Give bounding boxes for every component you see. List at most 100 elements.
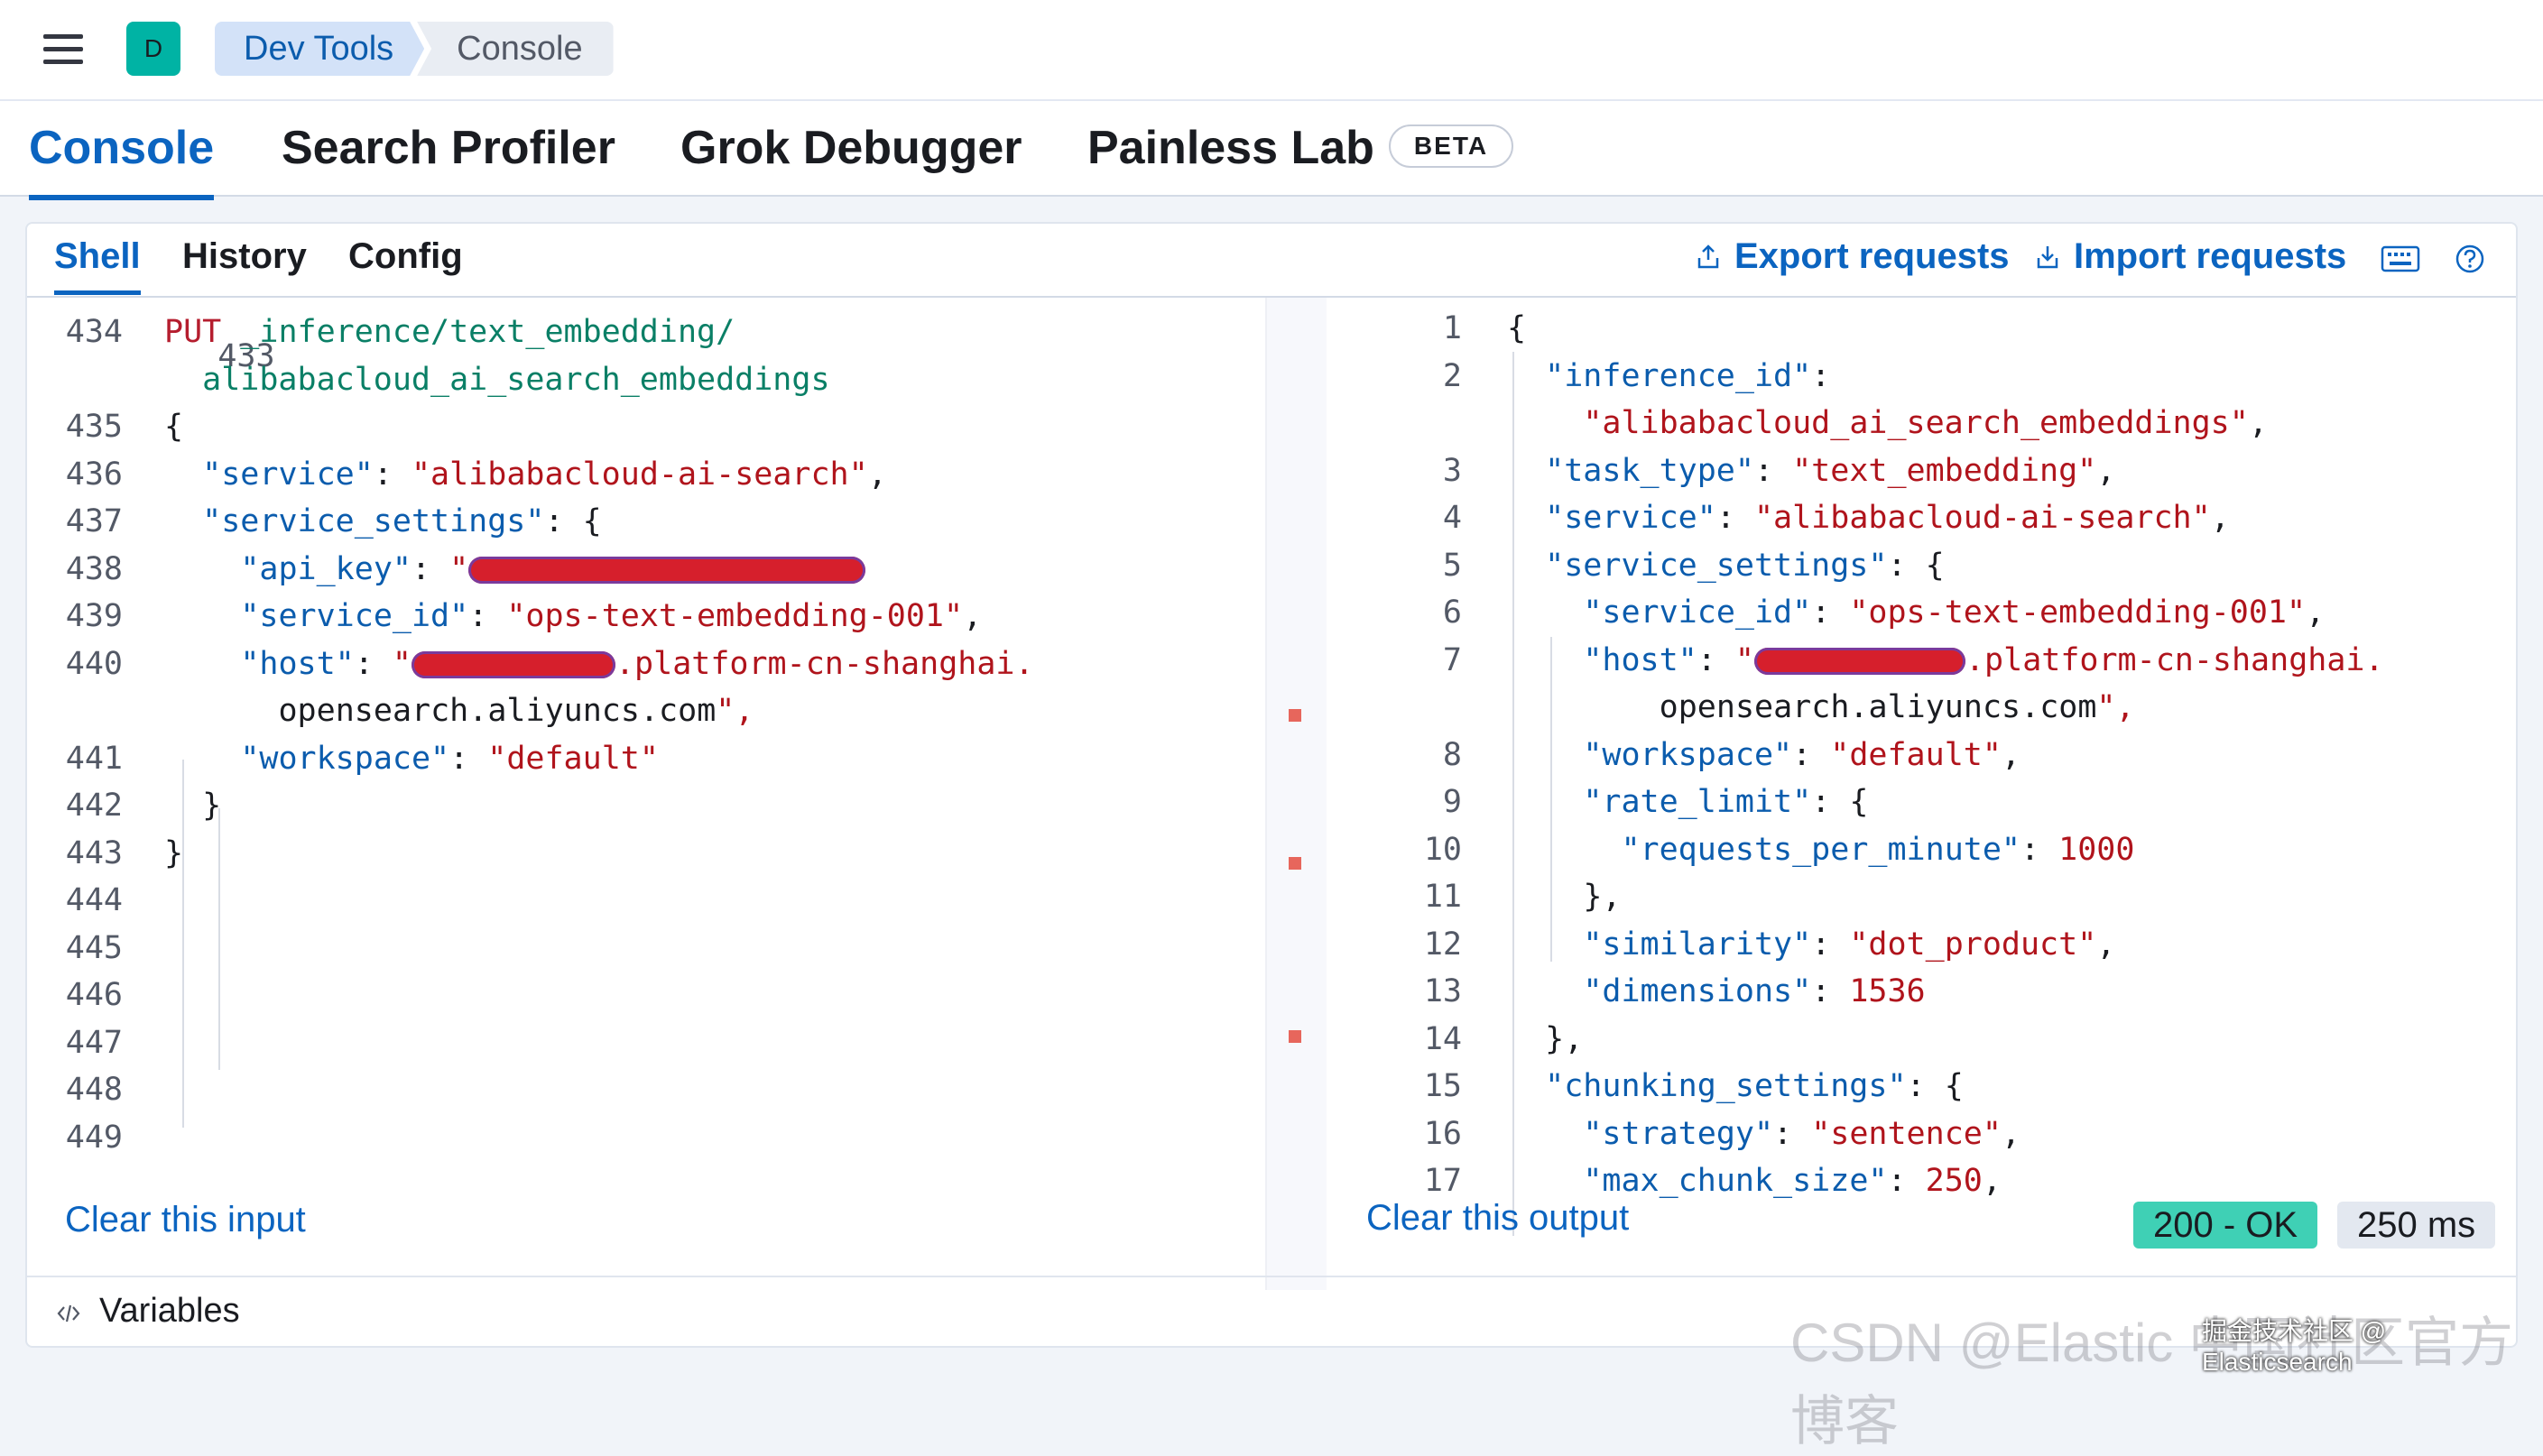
help-icon[interactable]: [2455, 244, 2485, 274]
line-number: 3: [1442, 452, 1462, 489]
menu-icon[interactable]: [43, 34, 83, 65]
devtools-tabs: Console Search Profiler Grok Debugger Pa…: [0, 101, 2543, 200]
code-line: 445: [27, 925, 180, 972]
code-line: 444: [27, 877, 180, 925]
export-requests-button[interactable]: Export requests: [1695, 236, 2010, 277]
code-text: alibabacloud_ai_search_embeddings: [164, 361, 830, 398]
code-text: },: [1583, 879, 1622, 915]
code-text: "host": ".platform-cn-shanghai.: [240, 645, 1034, 682]
editor-divider[interactable]: [1265, 298, 1327, 1290]
line-number: 10: [1423, 831, 1462, 868]
variables-bar[interactable]: Variables: [27, 1276, 2516, 1346]
line-number: 17: [1423, 1163, 1462, 1199]
line-number: 440: [65, 645, 123, 682]
indent-guide: [1550, 637, 1552, 962]
code-line: 449: [27, 1114, 180, 1162]
code-line: 438 "api_key": ": [27, 546, 866, 594]
tab-shell[interactable]: Shell: [54, 236, 141, 295]
code-text: "api_key": ": [164, 546, 866, 594]
lint-marker: [1289, 1030, 1301, 1043]
breadcrumb-console: Console: [417, 22, 614, 76]
code-line: 440 "host": ".platform-cn-shanghai.: [27, 640, 1034, 688]
tab-search-profiler[interactable]: Search Profiler: [282, 122, 615, 174]
code-text: "chunking_settings": {: [1545, 1068, 1964, 1104]
code-text: opensearch.aliyuncs.com",: [1659, 689, 2135, 725]
code-text: "dimensions": 1536: [1583, 973, 1926, 1009]
watermark-small: 掘金技术社区 @ Elasticsearch: [2202, 1317, 2387, 1376]
redacted-value: [468, 556, 866, 584]
keyboard-icon[interactable]: [2381, 244, 2420, 274]
line-number: 443: [65, 834, 123, 871]
line-number: 2: [1442, 357, 1462, 394]
code-text: "service_settings": {: [1545, 547, 1945, 584]
code-text: }: [202, 788, 222, 824]
line-number: 13: [1423, 973, 1462, 1009]
line-number: 9: [1442, 784, 1462, 820]
line-number: 6: [1442, 594, 1462, 631]
code-line: 443}: [27, 830, 183, 878]
line-number: 448: [65, 1072, 123, 1108]
line-number: 441: [65, 740, 123, 777]
line-number: 438: [65, 550, 123, 587]
tab-config[interactable]: Config: [348, 236, 463, 276]
response-editor[interactable]: 1{2 "inference_id": "alibabacloud_ai_sea…: [1327, 298, 2509, 1290]
breadcrumb: Dev Tools Console: [215, 22, 614, 76]
line-number: 11: [1423, 879, 1462, 915]
code-text: "inference_id":: [1545, 357, 1831, 394]
lint-marker: [1289, 857, 1301, 870]
console-panel: Shell History Config Export requests Imp…: [25, 222, 2518, 1348]
code-text: "service_id": "ops-text-embedding-001",: [240, 598, 983, 634]
line-number: 1: [1442, 310, 1462, 346]
beta-badge: BETA: [1388, 124, 1514, 169]
code-text: "task_type": "text_embedding",: [1545, 452, 2116, 489]
tab-grok-debugger[interactable]: Grok Debugger: [680, 122, 1022, 174]
code-line: 437 "service_settings": {: [27, 498, 602, 546]
line-number: 446: [65, 977, 123, 1013]
code-text: "alibabacloud_ai_search_embeddings",: [1583, 405, 2268, 441]
line-number: 14: [1423, 1020, 1462, 1057]
line-number: 8: [1442, 736, 1462, 773]
code-text: "service_id": "ops-text-embedding-001",: [1583, 594, 2326, 631]
line-number: 437: [65, 503, 123, 539]
redacted-value: [1753, 647, 1965, 675]
status-badge: 200 - OK: [2133, 1202, 2318, 1249]
clear-output-button[interactable]: Clear this output: [1366, 1198, 1630, 1238]
duration-badge: 250 ms: [2337, 1202, 2496, 1249]
code-line: 442 }: [27, 782, 221, 830]
code-text: "rate_limit": {: [1583, 784, 1869, 820]
import-requests-button[interactable]: Import requests: [2034, 236, 2346, 277]
code-text: opensearch.aliyuncs.com",: [278, 693, 754, 729]
line-number: 447: [65, 1024, 123, 1061]
code-text: "service": "alibabacloud-ai-search",: [1545, 500, 2230, 536]
line-number: 15: [1423, 1068, 1462, 1104]
code-text: PUT _inference/text_embedding/: [164, 314, 735, 350]
tab-history[interactable]: History: [182, 236, 307, 276]
clear-input-button[interactable]: Clear this input: [65, 1200, 306, 1239]
variables-label: Variables: [99, 1292, 240, 1330]
code-text: "workspace": "default",: [1583, 736, 2021, 773]
redacted-value: [411, 650, 615, 678]
code-line: 441 "workspace": "default": [27, 735, 659, 783]
code-text: "workspace": "default": [240, 740, 659, 777]
top-header: D Dev Tools Console: [0, 0, 2543, 101]
line-number: 449: [65, 1119, 123, 1156]
code-line: opensearch.aliyuncs.com",: [27, 687, 754, 735]
code-text: "similarity": "dot_product",: [1583, 926, 2116, 963]
line-number: 5: [1442, 547, 1462, 584]
breadcrumb-dev-tools[interactable]: Dev Tools: [215, 22, 424, 76]
indent-guide: [1512, 352, 1514, 1236]
code-text: {: [164, 409, 184, 445]
import-icon: [2037, 245, 2058, 268]
tab-console[interactable]: Console: [29, 121, 215, 200]
code-text: },: [1545, 1020, 1584, 1057]
space-avatar[interactable]: D: [126, 22, 180, 76]
line-number: 445: [65, 929, 123, 966]
code-text: "requests_per_minute": 1000: [1621, 831, 2135, 868]
export-icon: [1697, 244, 1719, 268]
line-number: 435: [65, 409, 123, 445]
line-number: 12: [1423, 926, 1462, 963]
lint-marker: [1289, 709, 1301, 722]
indent-guide: [182, 760, 184, 1128]
